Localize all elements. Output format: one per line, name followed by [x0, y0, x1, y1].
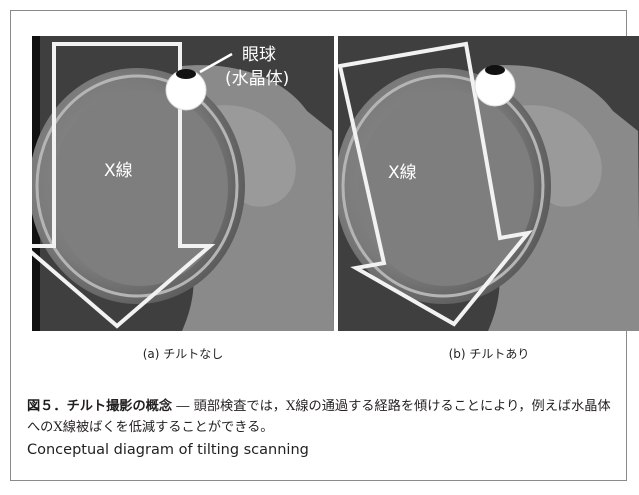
panel-with-tilt: X線 [338, 36, 639, 331]
ct-scan-image-a: 眼球 (水晶体) X線 [32, 36, 334, 331]
xray-label: X線 [388, 163, 417, 183]
ct-scan-image-b: X線 [338, 36, 639, 331]
subcaption-b: (b) チルトあり [338, 345, 639, 362]
panel-no-tilt: 眼球 (水晶体) X線 [32, 36, 334, 331]
figure-caption-english: Conceptual diagram of tilting scanning [27, 442, 309, 458]
eye-label-line1: 眼球 [242, 45, 276, 65]
xray-label: X線 [104, 161, 133, 181]
figure-title: チルト撮影の概念 [67, 399, 173, 414]
figure-dash: ― [172, 399, 194, 414]
subcaption-a: (a) チルトなし [32, 345, 334, 362]
figure-label: 図５． [27, 399, 67, 414]
brain-region [52, 90, 228, 286]
eye-label-line2: (水晶体) [225, 69, 289, 89]
lens-icon [485, 65, 505, 75]
figure-caption: 図５．チルト撮影の概念 ― 頭部検査では，X線の通過する経路を傾けることにより，… [27, 396, 617, 438]
lens-icon [176, 69, 196, 79]
